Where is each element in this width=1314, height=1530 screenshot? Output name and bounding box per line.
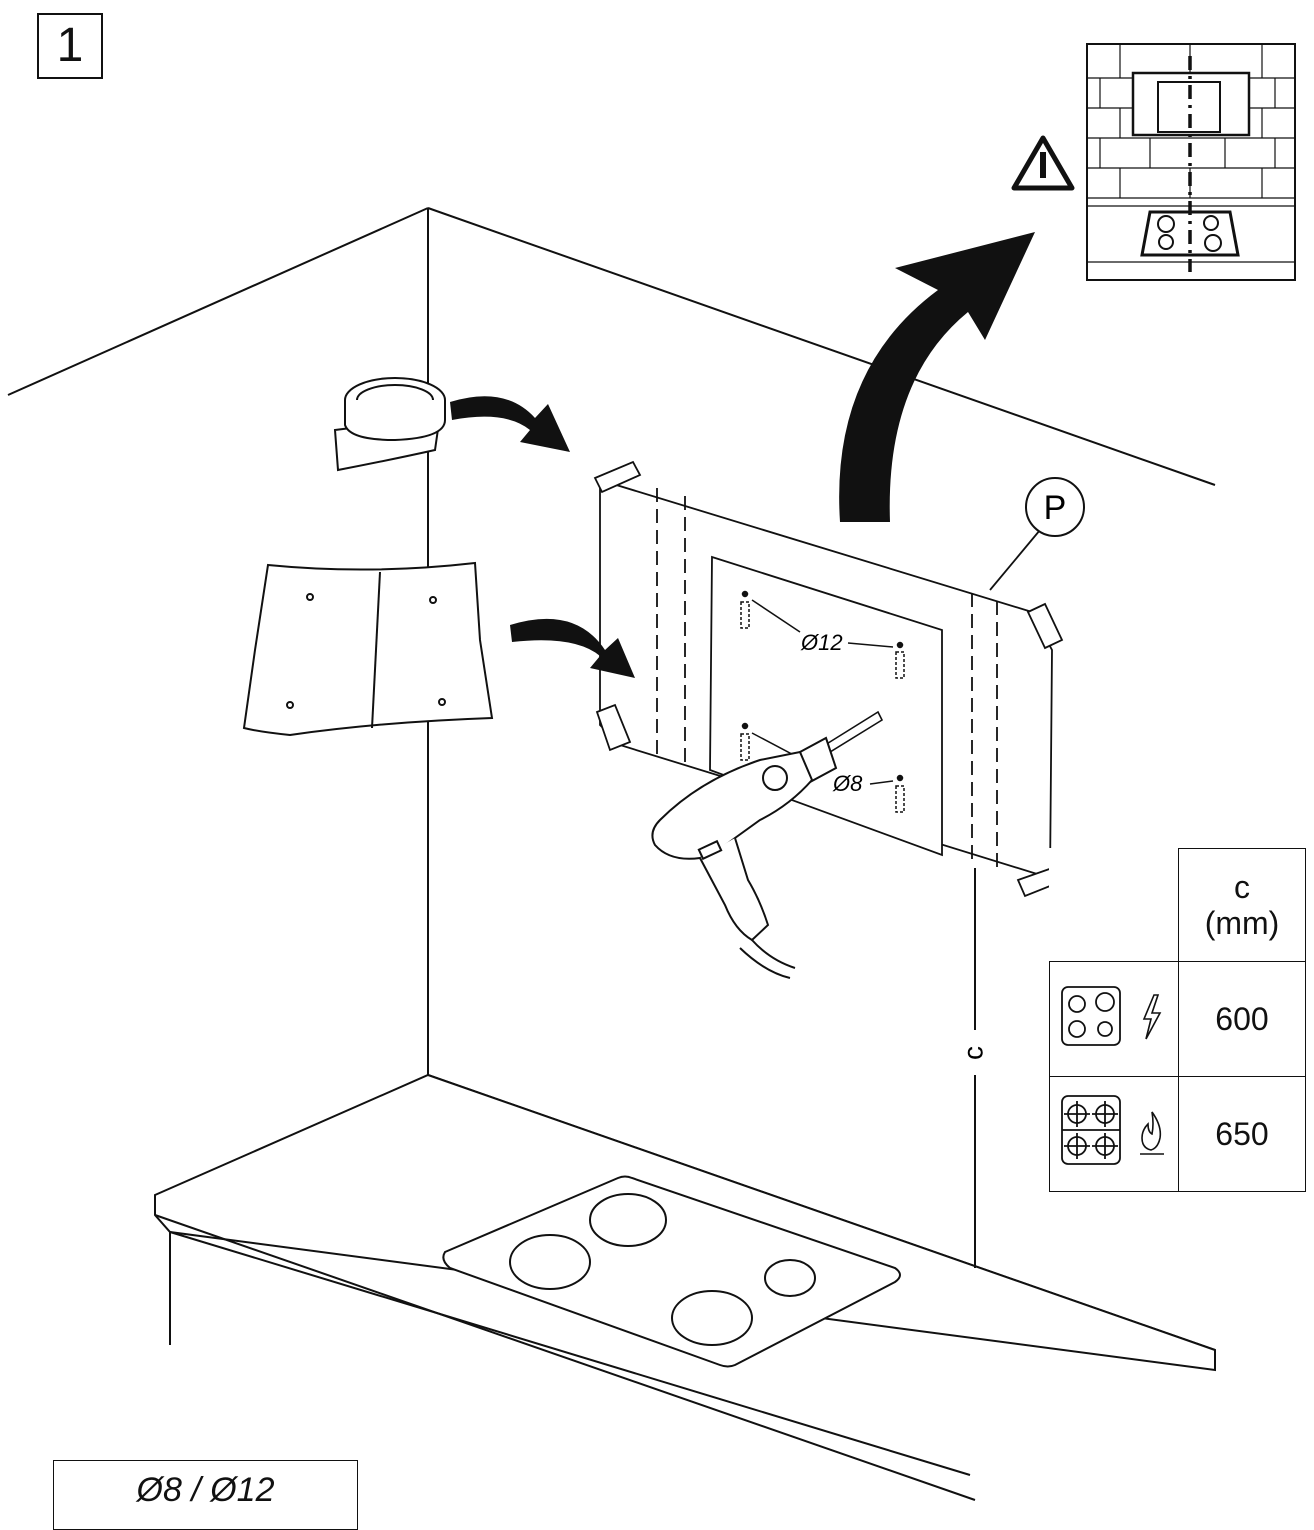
flame-icon [1140, 1111, 1164, 1155]
curved-arrow-up-icon [839, 232, 1035, 522]
step-number: 1 [37, 13, 103, 79]
header-c: c [1234, 869, 1250, 905]
gas-hob-icon [1061, 1095, 1121, 1165]
table-corner [1049, 848, 1179, 962]
lightning-bolt-icon [1142, 994, 1162, 1040]
electric-hob-icon [1061, 986, 1121, 1046]
height-dimension: c [957, 868, 988, 1268]
distance-table: c (mm) 600 [1049, 848, 1306, 1192]
hole-diameter-8-label: Ø8 [832, 771, 863, 796]
adhesive-tape-roll-icon [333, 377, 446, 472]
arrow-icons [450, 232, 1035, 678]
table-row: 650 [1049, 1076, 1306, 1192]
part-p-label: P [1044, 489, 1067, 527]
warning-triangle-icon [1011, 135, 1075, 191]
electric-hob-cell [1049, 961, 1179, 1077]
table-row: 600 [1049, 961, 1306, 1077]
table-header: c (mm) [1178, 848, 1306, 962]
dimension-c-label: c [957, 1046, 988, 1060]
curved-arrow-template-icon [510, 618, 635, 678]
drill-bit-sizes: Ø8 / Ø12 [53, 1460, 358, 1530]
gas-distance-value: 650 [1178, 1076, 1306, 1192]
part-p-callout: P [989, 477, 1085, 591]
electric-distance-value: 600 [1178, 961, 1306, 1077]
gas-hob-cell [1049, 1076, 1179, 1192]
power-drill-icon [651, 710, 884, 979]
header-unit: (mm) [1204, 905, 1280, 941]
alignment-inset [1086, 43, 1296, 281]
curved-arrow-tape-icon [450, 396, 570, 452]
cooktop [442, 1175, 901, 1368]
drilling-template-sheet-icon [242, 561, 494, 737]
hole-diameter-12-label: Ø12 [800, 630, 843, 655]
